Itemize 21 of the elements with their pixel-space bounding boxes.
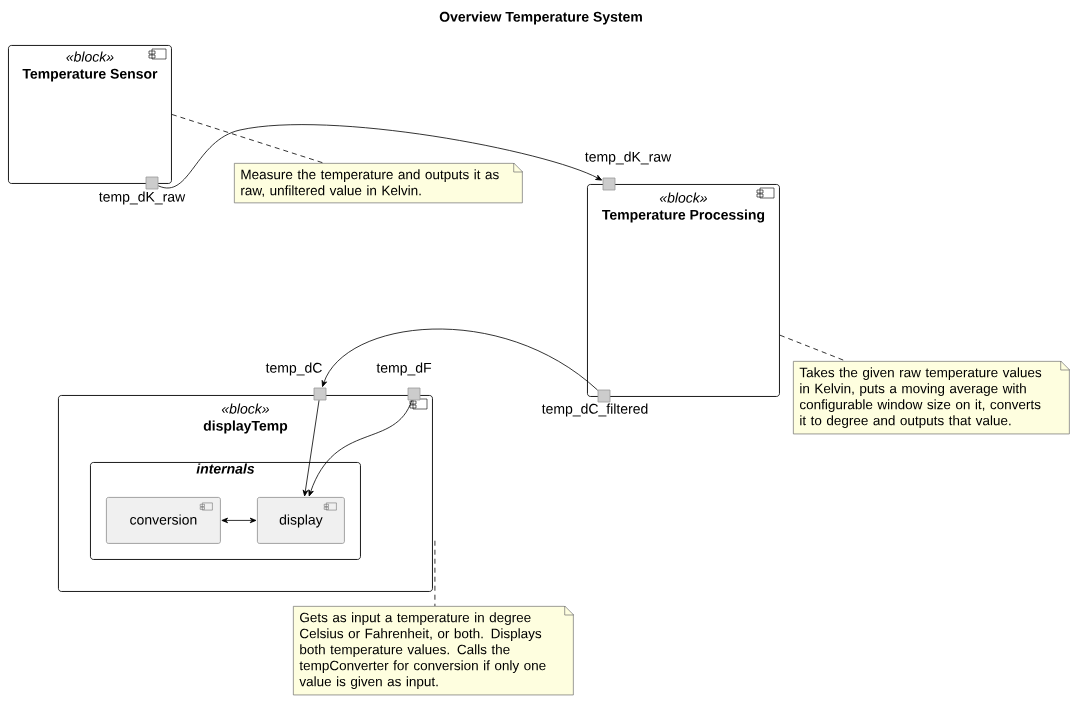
port-label: temp_dF xyxy=(376,362,432,376)
arrow xyxy=(321,328,598,391)
dashed-line xyxy=(434,540,436,607)
block-box: «block» Temperature Sensor xyxy=(8,45,172,184)
arrow xyxy=(302,400,320,497)
dashed-line xyxy=(779,334,846,362)
double-arrow xyxy=(221,517,257,524)
port-label: temp_dC_filtered xyxy=(541,403,648,417)
block-box: «block» Temperature Processing xyxy=(587,184,780,397)
port-label: temp_dK_raw xyxy=(585,151,672,165)
title: Overview Temperature System xyxy=(439,11,642,25)
component-box: display xyxy=(257,497,345,544)
arrow xyxy=(308,400,413,497)
arrow xyxy=(158,124,603,189)
component-box: conversion xyxy=(106,497,221,544)
note: Takes the given raw temperature values in Kelvin, puts a moving average with configurable window size on it, converts it to degree and outputs that value. xyxy=(793,360,1071,435)
port-label: temp_dK_raw xyxy=(99,191,186,205)
port-label: temp_dC xyxy=(265,362,322,376)
note: Gets as input a temperature in degree Celsius or Fahrenheit, or both. Displays both temperature values. Calls the tempConverter for conversion if only one value is given as input. xyxy=(293,605,575,696)
dashed-line xyxy=(171,114,324,164)
note: Measure the temperature and outputs it as raw, unfiltered value in Kelvin. xyxy=(234,162,524,204)
